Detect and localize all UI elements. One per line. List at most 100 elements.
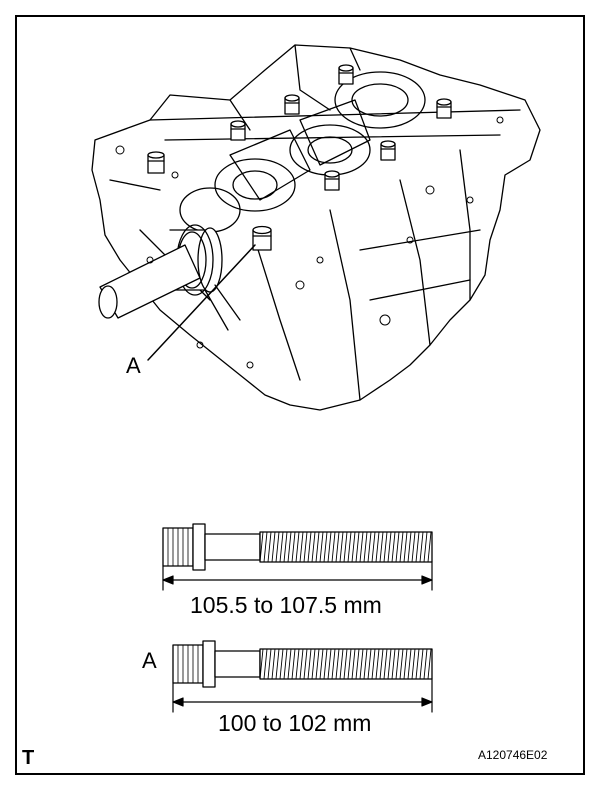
thread-line — [287, 648, 292, 680]
thread-line — [275, 648, 280, 680]
thread-line — [327, 648, 332, 680]
thread-line — [375, 531, 380, 563]
thread-line — [387, 648, 392, 680]
thread-line — [319, 648, 324, 680]
thread-line — [419, 648, 424, 680]
thread-line — [347, 648, 352, 680]
thread-line — [411, 648, 416, 680]
thread-line — [359, 531, 364, 563]
thread-line — [411, 531, 416, 563]
thread-line — [259, 648, 264, 680]
thread-line — [331, 648, 336, 680]
thread-line — [363, 648, 368, 680]
thread-line — [315, 648, 320, 680]
thread-line — [395, 531, 400, 563]
thread-line — [303, 531, 308, 563]
thread-line — [343, 531, 348, 563]
thread-line — [295, 531, 300, 563]
thread-line — [339, 531, 344, 563]
callout-leader-line — [147, 244, 256, 361]
corner-mark: T — [22, 747, 35, 769]
thread-line — [407, 648, 412, 680]
thread-line — [423, 531, 428, 563]
thread-line — [351, 648, 356, 680]
thread-line — [387, 531, 392, 563]
thread-line — [271, 648, 276, 680]
thread-line — [307, 531, 312, 563]
figure-code: A120746E02 — [478, 748, 548, 762]
thread-line — [331, 531, 336, 563]
thread-line — [351, 531, 356, 563]
thread-line — [371, 648, 376, 680]
thread-line — [367, 531, 372, 563]
dimension-line-long — [162, 561, 433, 591]
thread-line — [259, 531, 264, 563]
thread-line — [323, 648, 328, 680]
thread-line — [419, 531, 424, 563]
thread-line — [287, 531, 292, 563]
thread-line — [399, 531, 404, 563]
dimension-text-short: 100 to 102 mm — [218, 710, 372, 736]
thread-line — [267, 531, 272, 563]
thread-line — [311, 531, 316, 563]
thread-line — [403, 531, 408, 563]
thread-line — [363, 531, 368, 563]
thread-line — [403, 648, 408, 680]
thread-line — [299, 648, 304, 680]
thread-line — [391, 531, 396, 563]
bolt-short-label: A — [142, 648, 157, 673]
thread-line — [355, 648, 360, 680]
thread-line — [395, 648, 400, 680]
bolt-long — [162, 523, 433, 571]
figure-frame — [15, 15, 585, 775]
thread-line — [391, 648, 396, 680]
thread-line — [295, 648, 300, 680]
thread-line — [407, 531, 412, 563]
thread-line — [279, 531, 284, 563]
thread-line — [415, 531, 420, 563]
thread-line — [423, 648, 428, 680]
thread-line — [379, 648, 384, 680]
thread-line — [335, 531, 340, 563]
thread-line — [371, 531, 376, 563]
thread-line — [263, 648, 268, 680]
thread-line — [283, 648, 288, 680]
thread-line — [383, 531, 388, 563]
thread-line — [355, 531, 360, 563]
thread-line — [263, 531, 268, 563]
thread-line — [311, 648, 316, 680]
thread-line — [399, 648, 404, 680]
thread-line — [267, 648, 272, 680]
main-bearing-bolts — [147, 64, 452, 251]
thread-line — [275, 531, 280, 563]
thread-line — [315, 531, 320, 563]
thread-line — [271, 531, 276, 563]
thread-line — [319, 531, 324, 563]
thread-line — [415, 648, 420, 680]
thread-line — [279, 648, 284, 680]
crankshaft-nose — [98, 224, 241, 331]
thread-line — [291, 531, 296, 563]
thread-line — [379, 531, 384, 563]
thread-line — [359, 648, 364, 680]
dimension-text-long: 105.5 to 107.5 mm — [190, 592, 382, 618]
thread-line — [347, 531, 352, 563]
thread-line — [307, 648, 312, 680]
thread-line — [427, 531, 432, 563]
thread-line — [291, 648, 296, 680]
thread-line — [383, 648, 388, 680]
thread-line — [323, 531, 328, 563]
thread-line — [283, 531, 288, 563]
thread-line — [327, 531, 332, 563]
callout-label-a: A — [126, 353, 141, 378]
thread-line — [303, 648, 308, 680]
dimension-line-short — [172, 678, 433, 713]
thread-line — [299, 531, 304, 563]
thread-line — [367, 648, 372, 680]
thread-line — [427, 648, 432, 680]
thread-line — [339, 648, 344, 680]
thread-line — [343, 648, 348, 680]
bolt-short-a — [172, 640, 433, 688]
thread-line — [375, 648, 380, 680]
